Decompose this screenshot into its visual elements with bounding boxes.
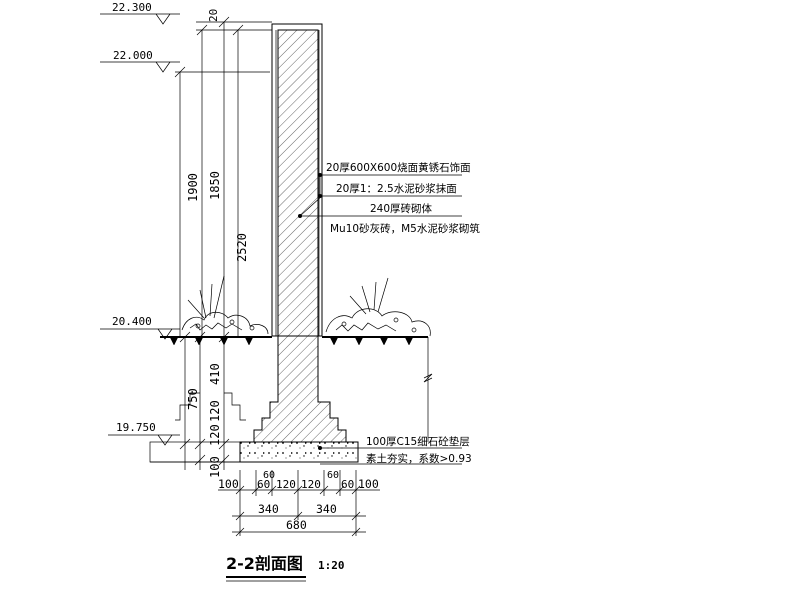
gravel-bed bbox=[149, 441, 359, 463]
elevation-marker-second: 22.000 bbox=[100, 49, 180, 73]
dim-1850-label: 1850 bbox=[208, 171, 222, 200]
hdim-60-a: 60 bbox=[263, 470, 275, 481]
hdim-120-a: 120 bbox=[276, 478, 296, 491]
section-scale: 1:20 bbox=[318, 559, 345, 572]
hdim-120-b: 120 bbox=[301, 478, 321, 491]
dim-2520-label: 2520 bbox=[235, 233, 249, 262]
note-brick-masonry: 240厚砖砌体 bbox=[370, 202, 433, 215]
hdim-60-c: 60 bbox=[327, 470, 339, 481]
dim-120a-label: 120 bbox=[208, 400, 222, 422]
hdim-60-b: 60 bbox=[257, 478, 270, 491]
elevation-second-label: 22.000 bbox=[113, 49, 153, 62]
section-title: 2-2剖面图 bbox=[226, 554, 303, 573]
wall-note-leader bbox=[298, 173, 462, 218]
hdim-row1: 100 60 60 120 120 60 60 100 bbox=[218, 470, 379, 491]
hdim-100-right: 100 bbox=[358, 477, 379, 491]
elevation-marker-top: 22.300 bbox=[100, 1, 180, 25]
hdim-60-d: 60 bbox=[341, 478, 354, 491]
note-stone-finish: 20厚600X600烧面黄锈石饰面 bbox=[326, 161, 471, 174]
note-compacted-soil: 素土夯实，系数>0.93 bbox=[366, 452, 472, 465]
elevation-marker-ground: 20.400 bbox=[100, 315, 180, 340]
dim-100-label: 100 bbox=[208, 456, 222, 478]
dim-120b-label: 120 bbox=[208, 424, 222, 446]
note-concrete-bed: 100厚C15细石砼垫层 bbox=[366, 435, 470, 448]
footing-step-outline-left bbox=[175, 392, 200, 421]
dim-750-label: 750 bbox=[186, 388, 200, 410]
elevation-ground-label: 20.400 bbox=[112, 315, 152, 328]
wall-column bbox=[253, 23, 347, 443]
elevation-top-label: 22.300 bbox=[112, 1, 152, 14]
shrub-right bbox=[325, 277, 431, 337]
note-mortar-render: 20厚1：2.5水泥砂浆抹面 bbox=[336, 182, 457, 195]
dim-20-label: 20 bbox=[207, 9, 220, 22]
dim-410-label: 410 bbox=[208, 363, 222, 385]
shrub-left bbox=[181, 275, 269, 335]
horizontal-dimensions bbox=[218, 470, 380, 537]
elevation-marker-footing: 19.750 bbox=[108, 421, 180, 446]
elevation-footing-label: 19.750 bbox=[116, 421, 156, 434]
drawing-title: 2-2剖面图 1:20 bbox=[226, 554, 345, 582]
dim-1900-label: 1900 bbox=[186, 173, 200, 202]
note-brick-spec: Mu10砂灰砖，M5水泥砂浆砌筑 bbox=[330, 222, 480, 235]
ground-line bbox=[160, 336, 433, 442]
footing-step-outline-right bbox=[224, 392, 246, 421]
hdim-680: 680 bbox=[286, 518, 307, 532]
vertical-dimensions: 20 1900 1850 2520 410 750 120 120 100 bbox=[174, 9, 272, 478]
hdim-340-left: 340 bbox=[258, 502, 279, 516]
hdim-340-right: 340 bbox=[316, 502, 337, 516]
hdim-100-left: 100 bbox=[218, 477, 239, 491]
base-note-leader bbox=[318, 446, 462, 465]
